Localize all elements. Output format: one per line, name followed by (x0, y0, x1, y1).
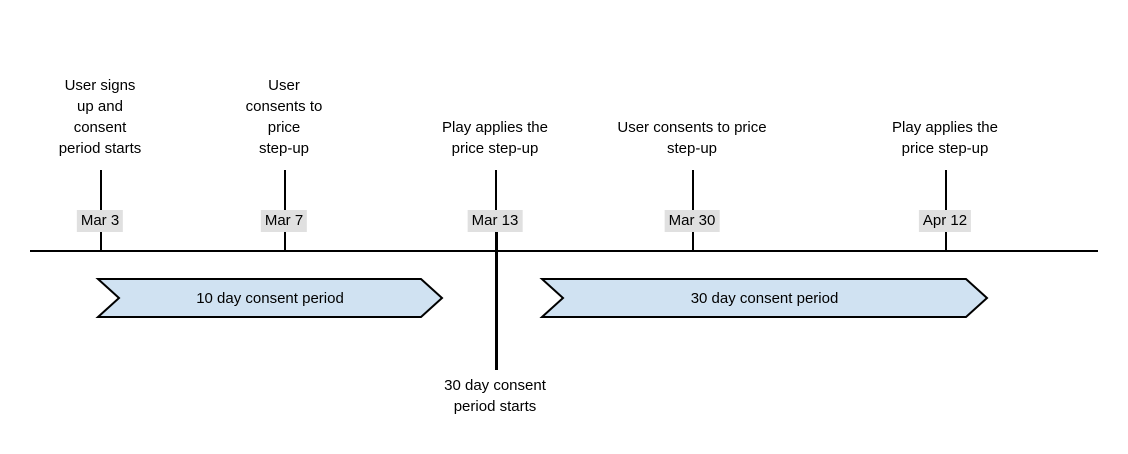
annotation-mar-13: Play applies the price step-up (442, 119, 548, 157)
tick-mark-mar-3 (100, 170, 102, 210)
chevron-shape (539, 278, 989, 318)
annotation-mar-30: User consents to price step-up (617, 119, 767, 157)
date-label-mar-30: Mar 30 (664, 210, 720, 232)
annotation-below-mar-13: 30 day consent period starts (444, 377, 546, 415)
annotation-apr-12: Play applies the price step-up (892, 119, 998, 157)
tick-mark-mar-7 (284, 170, 286, 210)
annotation-mar-7: User consents to price step-up (245, 77, 323, 157)
annotation-mar-3: User signs up and consent period starts (58, 77, 142, 157)
date-label-mar-3: Mar 3 (76, 210, 124, 232)
tick-mark-apr-12 (945, 170, 947, 210)
tick-mark-mar-30 (692, 170, 694, 210)
period-banner-consent-10-day: 10 day consent period (95, 278, 444, 318)
tick-connector-apr-12 (945, 232, 947, 252)
tick-connector-mar-30 (692, 232, 694, 252)
tick-connector-mar-13 (495, 232, 498, 370)
date-label-mar-7: Mar 7 (260, 210, 308, 232)
timeline-axis (30, 250, 1098, 252)
tick-mark-mar-13 (495, 170, 497, 210)
date-label-apr-12: Apr 12 (918, 210, 972, 232)
date-label-mar-13: Mar 13 (467, 210, 523, 232)
tick-connector-mar-7 (284, 232, 286, 252)
chevron-shape (95, 278, 444, 318)
period-banner-consent-30-day: 30 day consent period (539, 278, 989, 318)
tick-connector-mar-3 (100, 232, 102, 252)
